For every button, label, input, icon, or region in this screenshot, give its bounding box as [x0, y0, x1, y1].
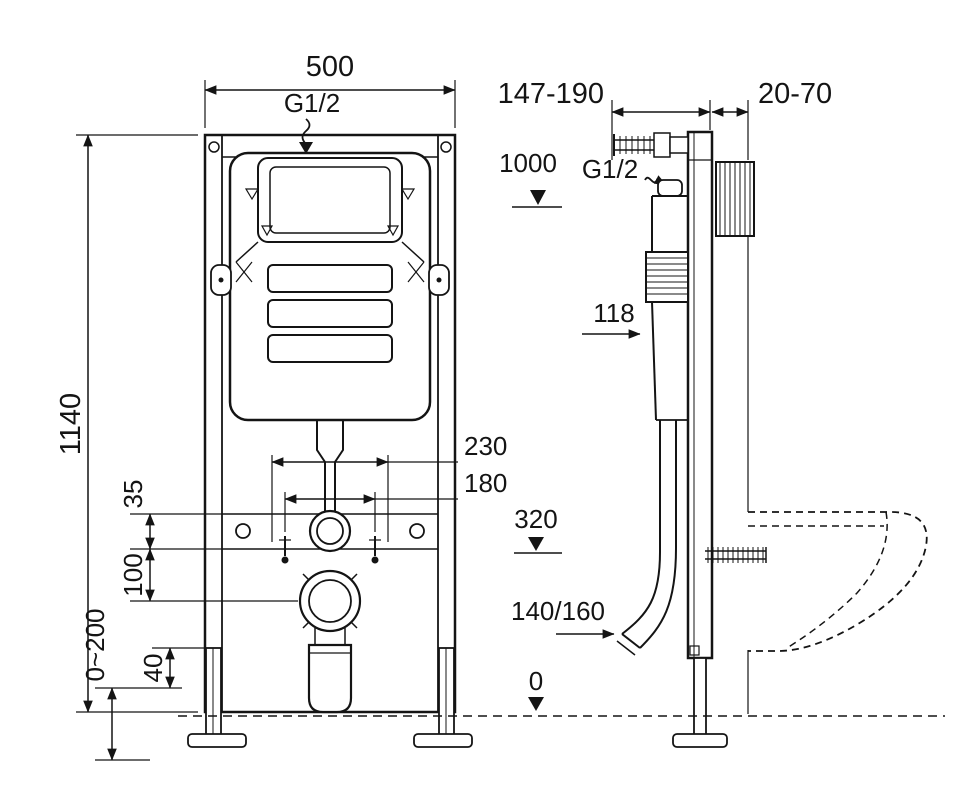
outlet-sleeve [307, 643, 353, 714]
tank-slot-3 [267, 334, 393, 363]
dim-35-label: 35 [118, 480, 148, 509]
dim-230-label: 230 [464, 431, 507, 461]
level-mark-icon [386, 225, 400, 237]
crossbar-hole-right [409, 523, 425, 539]
mounting-studs [705, 547, 767, 563]
cistern-side-profile [645, 179, 689, 421]
mounting-crossbar [222, 509, 438, 564]
water-supply-rod [611, 100, 689, 160]
toilet-bowl-outline [748, 511, 928, 652]
cistern-tank [210, 151, 450, 422]
foot-plate-left [187, 733, 247, 748]
dim-180-label: 180 [464, 468, 507, 498]
level-0-marker-icon [528, 697, 544, 711]
level-320-label: 320 [514, 504, 557, 534]
dim-20-70-label: 20-70 [758, 78, 832, 110]
side-frame-rail [672, 130, 728, 748]
side-dimensions: 118 140/160 0 [511, 298, 641, 711]
side-flush-pipe [616, 420, 677, 656]
frame-hole-left [208, 141, 220, 153]
wall-section [715, 161, 755, 714]
dim-1140-label: 1140 [55, 393, 87, 455]
waste-outlet [298, 569, 362, 714]
inlet-arrow-icon [301, 118, 311, 145]
level-mark-icon [400, 188, 416, 201]
side-view: 147-190 20-70 G1/2 [498, 78, 928, 748]
level-320-marker-icon [528, 537, 544, 551]
dim-0-200-label: 0~200 [80, 608, 110, 681]
level-mark-icon [260, 225, 274, 237]
crossbar-hole-left [235, 523, 251, 539]
dim-500-label: 500 [306, 51, 354, 83]
dim-140-160-label: 140/160 [511, 596, 605, 626]
level-0-label: 0 [529, 666, 543, 696]
foot-plate-right [413, 733, 473, 748]
access-window-outer [257, 157, 403, 243]
level-1000-label: 1000 [499, 148, 557, 178]
side-foot-plate [672, 733, 728, 748]
tank-slot-1 [267, 264, 393, 293]
front-dimensions: 500 G1/2 1140 1000 230 18 [55, 51, 562, 761]
side-dimensions-top: 147-190 20-70 [498, 78, 832, 160]
access-window-inner [269, 166, 391, 234]
inlet-fitting [657, 179, 683, 197]
tank-slot-2 [267, 299, 393, 328]
flush-pipe [316, 420, 344, 514]
dim-100-label: 100 [118, 553, 148, 596]
side-inlet: G1/2 [582, 154, 667, 186]
fixing-bolt-left [279, 536, 291, 564]
inlet-squiggle-icon [644, 176, 658, 184]
level-mark-icon [244, 188, 260, 201]
side-inlet-label: G1/2 [582, 154, 638, 184]
adjustable-feet [187, 647, 473, 748]
front-view: 500 G1/2 1140 1000 230 18 [55, 51, 562, 761]
dim-147-190-label: 147-190 [498, 78, 604, 110]
frame-hole-right [440, 141, 452, 153]
front-inlet-label: G1/2 [284, 88, 340, 118]
fixing-bolt-right [369, 536, 381, 564]
dim-40-label: 40 [138, 654, 168, 683]
dim-118-label: 118 [593, 298, 634, 328]
level-1000-marker-icon [530, 190, 546, 205]
